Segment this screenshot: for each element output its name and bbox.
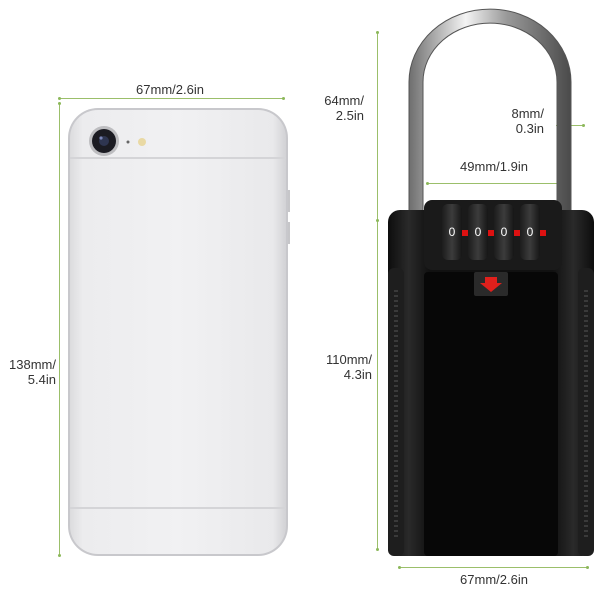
phone-height-label-line1: 138mm/ (9, 357, 56, 372)
body-height-label-line2: 4.3in (343, 367, 372, 382)
dial-digit: 0 (500, 225, 508, 239)
shackle-thickness-label-line1: 8mm/ (511, 106, 545, 121)
line-end-dot (586, 566, 589, 569)
inner-width-label: 49mm/1.9in (460, 159, 528, 174)
shackle-height-line (377, 32, 378, 222)
phone-width-line (60, 98, 284, 99)
line-end-dot (376, 548, 379, 551)
dial-digit: 0 (526, 225, 534, 239)
line-end-dot (58, 102, 61, 105)
line-end-dot (398, 566, 401, 569)
body-width-label: 67mm/2.6in (460, 572, 528, 587)
dial-digit: 0 (448, 225, 456, 239)
shackle-height-label-line1: 64mm/ (324, 93, 364, 108)
shackle-height-label: 64mm/ 2.5in (300, 93, 364, 123)
dial-digit: 0 (474, 225, 482, 239)
combination-dials (442, 204, 546, 260)
phone (68, 108, 290, 556)
shackle-thickness-label-line2: 0.3in (515, 121, 544, 136)
body-width-line (400, 567, 588, 568)
shackle (408, 8, 572, 223)
body-height-label-line1: 110mm/ (326, 352, 372, 367)
body-height-label: 110mm/ 4.3in (300, 352, 372, 382)
shackle-height-label-line2: 2.5in (335, 108, 364, 123)
line-end-dot (58, 554, 61, 557)
key-lockbox (388, 8, 594, 556)
line-end-dot (282, 97, 285, 100)
line-end-dot (582, 124, 585, 127)
inner-width-line (427, 183, 559, 184)
phone-width-label: 67mm/2.6in (136, 82, 204, 97)
front-cover (424, 272, 558, 556)
arrow-down-icon (480, 277, 502, 292)
line-end-dot (376, 219, 379, 222)
flash-icon (138, 138, 146, 146)
phone-height-line (59, 104, 60, 556)
phone-height-label: 138mm/ 5.4in (0, 357, 56, 387)
body-height-line (377, 222, 378, 550)
phone-height-label-line2: 5.4in (27, 372, 56, 387)
line-end-dot (426, 182, 429, 185)
line-end-dot (58, 97, 61, 100)
shackle-thickness-label: 8mm/ 0.3in (500, 106, 545, 136)
line-end-dot (376, 31, 379, 34)
